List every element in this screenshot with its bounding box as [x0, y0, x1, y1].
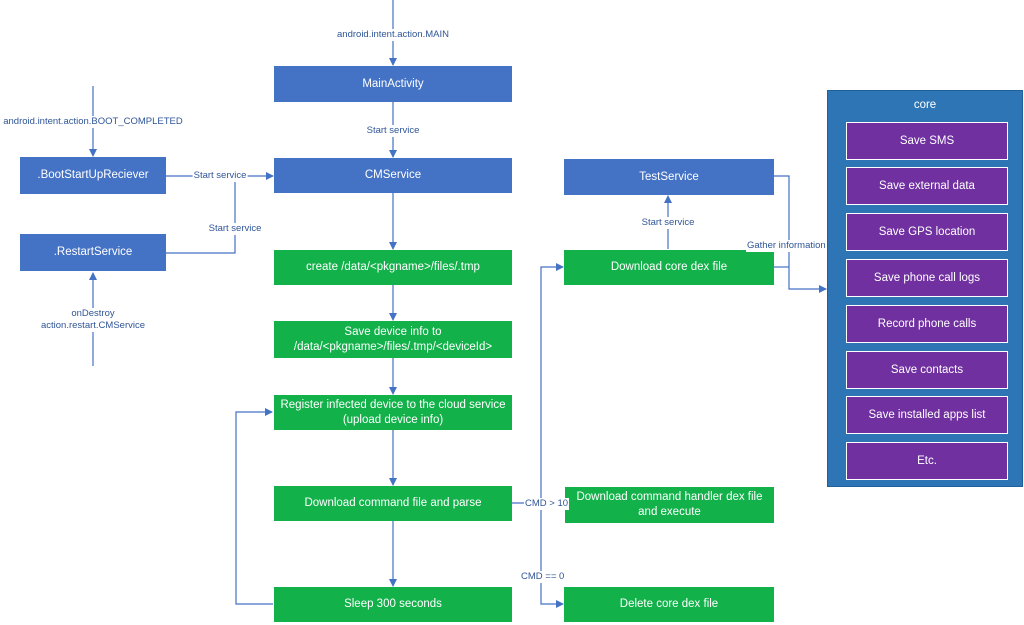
label-restart-action: action.restart.CMService	[39, 320, 147, 332]
core-item-save-sms: Save SMS	[846, 122, 1008, 160]
core-item-save-call-logs: Save phone call logs	[846, 259, 1008, 297]
cm-service-box: CMService	[274, 158, 512, 193]
core-item-save-gps-location: Save GPS location	[846, 213, 1008, 251]
boot-receiver-box: .BootStartUpReciever	[20, 157, 166, 194]
label-intent-boot: android.intent.action.BOOT_COMPLETED	[2, 116, 184, 128]
label-start-service-boot: Start service	[192, 170, 248, 182]
label-start-service-testservice: Start service	[640, 217, 696, 229]
download-handler-dex-box: Download command handler dex file and ex…	[565, 487, 774, 523]
label-ondestroy: onDestroy	[70, 308, 116, 320]
core-item-save-apps-list: Save installed apps list	[846, 396, 1008, 434]
label-cmd-gt-10: CMD > 10	[524, 498, 570, 510]
core-title: core	[913, 99, 937, 111]
create-tmp-box: create /data/<pkgname>/files/.tmp	[274, 250, 512, 285]
arrow-sleep-loop	[235, 408, 273, 605]
arrow-restart-to-cmservice	[166, 176, 236, 254]
test-service-box: TestService	[564, 159, 774, 195]
core-item-save-contacts: Save contacts	[846, 351, 1008, 389]
register-device-box: Register infected device to the cloud se…	[274, 395, 512, 430]
label-gather-information: Gather information	[746, 240, 827, 252]
label-start-service-restart: Start service	[207, 223, 263, 235]
restart-service-box: .RestartService	[20, 234, 166, 271]
download-command-box: Download command file and parse	[274, 486, 512, 521]
delete-core-dex-box: Delete core dex file	[564, 587, 774, 622]
label-start-service-main: Start service	[365, 125, 421, 137]
label-cmd-eq-0: CMD == 0	[520, 571, 566, 583]
arrow-cmd-eq-0	[540, 503, 564, 608]
core-item-record-calls: Record phone calls	[846, 305, 1008, 343]
core-panel: core Save SMS Save external data Save GP…	[827, 90, 1023, 487]
arrow-testservice-gather	[774, 175, 827, 293]
core-item-etc: Etc.	[846, 442, 1008, 480]
core-item-save-external-data: Save external data	[846, 167, 1008, 205]
main-activity-box: MainActivity	[274, 66, 512, 102]
sleep-box: Sleep 300 seconds	[274, 587, 512, 622]
label-intent-main: android.intent.action.MAIN	[336, 29, 450, 41]
download-core-dex-box: Download core dex file	[564, 250, 774, 285]
save-device-info-box: Save device info to /data/<pkgname>/file…	[274, 321, 512, 358]
arrow-to-core-dex	[540, 263, 564, 503]
